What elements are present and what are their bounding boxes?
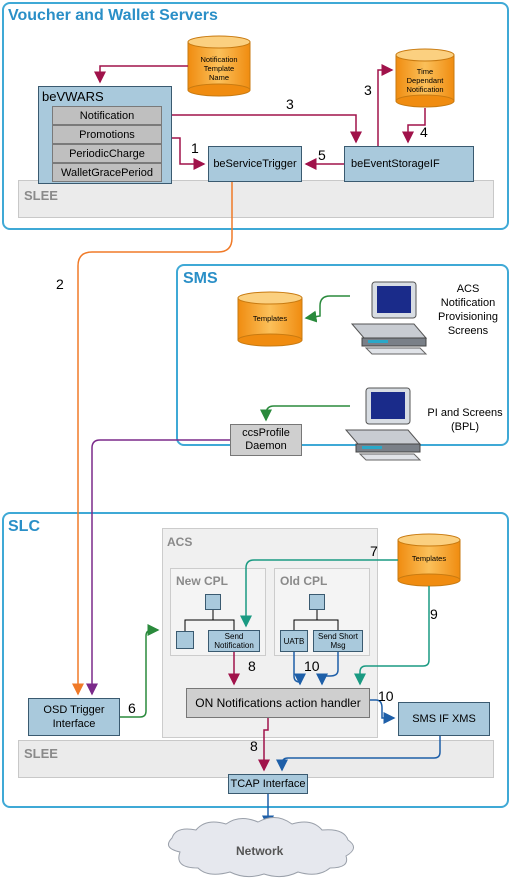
step-1: 1: [191, 140, 199, 156]
slee-label-bottom: SLEE: [24, 746, 58, 761]
ccs-profile-daemon-line1: ccsProfile: [242, 427, 290, 439]
bevwars-tab-notification: Notification: [52, 106, 162, 125]
voucher-wallet-title: Voucher and Wallet Servers: [8, 7, 218, 24]
old-cpl-root-node: [309, 594, 325, 610]
acs-provisioning-line1: ACS: [456, 283, 480, 295]
slee-bar-top: [18, 180, 494, 218]
tcap-interface-box: TCAP Interface: [228, 774, 308, 794]
osd-trigger-line2: Interface: [52, 718, 96, 730]
old-cpl-title: Old CPL: [280, 574, 328, 588]
step-8-tcap: 8: [250, 738, 258, 754]
time-dependant-line1: Time: [416, 67, 434, 76]
on-notifications-handler-box: ON Notifications action handler: [186, 688, 370, 718]
arrow-2-trigger-to-osd: [72, 182, 233, 696]
arrow-daemon-to-osd: [86, 439, 230, 696]
notification-template-cylinder: [187, 35, 251, 97]
arrow-10-uatb-to-handler: [293, 652, 306, 686]
send-short-msg-node: Send Short Msg: [313, 630, 363, 652]
templates-slc-text: Templates: [411, 554, 447, 563]
acs-provisioning-line2: Notification: [440, 297, 496, 309]
pi-screens-line1: PI and Screens: [427, 407, 503, 419]
step-9: 9: [430, 606, 438, 622]
send-notification-line1: Send: [224, 632, 244, 641]
computer-icon-pi: [344, 387, 422, 461]
acs-provisioning-line4: Screens: [447, 325, 489, 337]
arrow-pi-to-daemon: [260, 405, 350, 422]
be-event-storage-box: beEventStorageIF: [344, 146, 474, 182]
arrow-9-templates-to-handler: [354, 586, 430, 686]
cpl-tree-lines: [184, 610, 339, 631]
notification-template-line3: Name: [208, 73, 229, 82]
step-6: 6: [128, 700, 136, 716]
network-cloud: [167, 817, 354, 878]
arrow-template-to-bevwars: [94, 65, 188, 84]
step-7: 7: [370, 543, 378, 559]
send-short-msg-line2: Msg: [330, 641, 346, 650]
bevwars-tab-promotions: Promotions: [52, 125, 162, 144]
sms-title: SMS: [183, 270, 218, 287]
acs-provisioning-line3: Provisioning: [438, 311, 498, 323]
acs-provisioning-label: ACS Notification Provisioning Screens: [428, 282, 508, 338]
step-4: 4: [420, 124, 428, 140]
arrow-6-osd-to-acs: [120, 624, 160, 718]
time-dependant-cylinder: [395, 48, 455, 108]
bevwars-tab-periodic-charge: PeriodicCharge: [52, 144, 162, 163]
arrow-10-handler-to-smsif: [370, 699, 396, 724]
arrow-3-storage-to-timedep: [377, 64, 394, 146]
step-5: 5: [318, 147, 326, 163]
notification-template-text: Notification Template Name: [190, 55, 248, 82]
new-cpl-root-node: [205, 594, 221, 610]
arrow-10-sms-to-handler: [316, 652, 339, 686]
time-dependant-line3: Notification: [406, 85, 444, 94]
arrow-3-bevwars-to-storage: [172, 114, 362, 144]
time-dependant-line2: Dependant: [406, 76, 444, 85]
step-10-handler: 10: [304, 658, 320, 674]
pi-screens-label: PI and Screens (BPL): [420, 406, 510, 434]
templates-slc-cylinder: [397, 533, 461, 587]
bevwars-title: beVWARS: [42, 89, 104, 104]
step-8-send: 8: [248, 658, 256, 674]
notification-template-line1: Notification: [200, 55, 238, 64]
new-cpl-left-node: [176, 631, 194, 649]
acs-area-title: ACS: [167, 535, 193, 549]
pi-screens-line2: (BPL): [450, 421, 480, 433]
step-10-smsif: 10: [378, 688, 394, 704]
osd-trigger-interface-box: OSD Trigger Interface: [28, 698, 120, 736]
slc-title: SLC: [8, 518, 40, 535]
arrow-8-handler-to-tcap: [258, 718, 270, 772]
arrow-4-timedep-to-storage: [402, 108, 426, 144]
uatb-node: UATB: [280, 630, 308, 652]
step-2: 2: [56, 276, 64, 292]
slee-label-top: SLEE: [24, 188, 58, 203]
new-cpl-title: New CPL: [176, 574, 229, 588]
network-label: Network: [236, 844, 284, 858]
arrow-1-bevwars-to-trigger: [172, 137, 206, 170]
arrow-acs-screens-to-templates: [304, 295, 350, 323]
ccs-profile-daemon-line2: Daemon: [245, 440, 287, 452]
step-3-storage: 3: [286, 96, 294, 112]
computer-icon-acs: [350, 281, 428, 355]
sms-panel: [176, 264, 509, 446]
time-dependant-text: Time Dependant Notification: [396, 67, 454, 94]
bevwars-tab-wallet-grace-period: WalletGracePeriod: [52, 163, 162, 182]
arrow-7-templates-to-send: [240, 559, 398, 628]
templates-sms-cylinder: [237, 291, 303, 347]
be-service-trigger-box: beServiceTrigger: [208, 146, 302, 182]
send-notification-line2: Notification: [214, 641, 254, 650]
ccs-profile-daemon-box: ccsProfile Daemon: [230, 424, 302, 456]
send-notification-node: Send Notification: [208, 630, 260, 652]
templates-sms-text: Templates: [252, 314, 288, 323]
arrow-smsif-to-tcap: [276, 736, 441, 772]
notification-template-line2: Template: [203, 64, 235, 73]
send-short-msg-line1: Send Short: [317, 632, 359, 641]
sms-if-xms-box: SMS IF XMS: [398, 702, 490, 736]
osd-trigger-line1: OSD Trigger: [43, 704, 105, 716]
step-3-timedep: 3: [364, 82, 372, 98]
